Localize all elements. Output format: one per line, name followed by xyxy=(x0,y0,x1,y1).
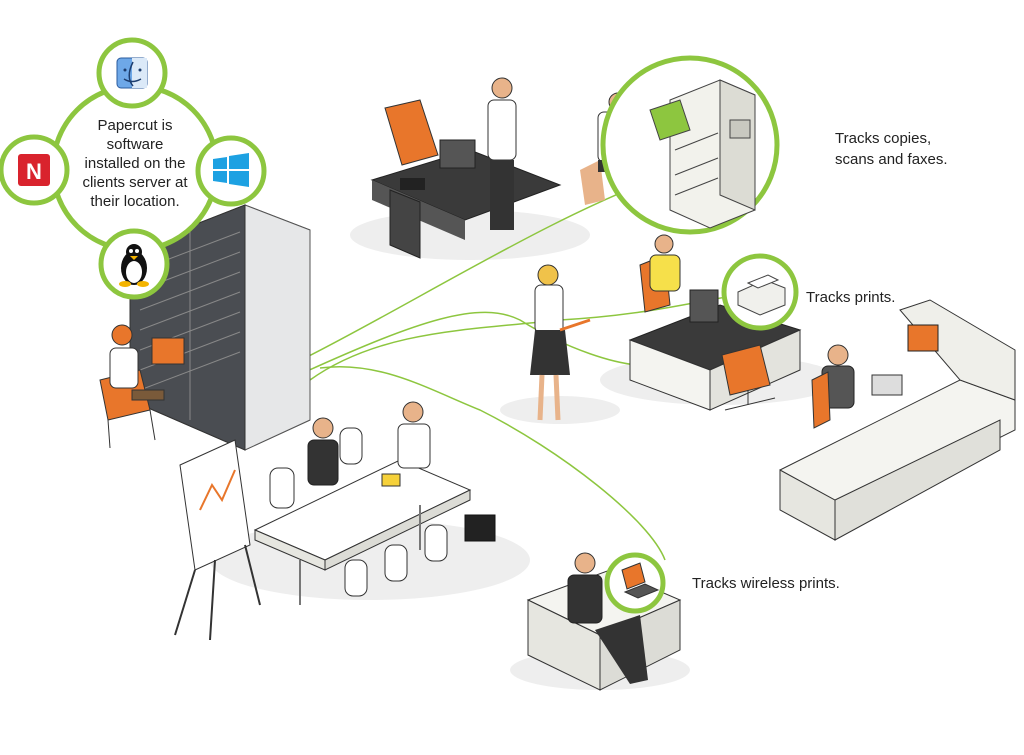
copier-callout-label: Tracks copies, scans and faxes. xyxy=(835,128,948,170)
printer-callout-label: Tracks prints. xyxy=(806,289,896,306)
novell-icon: N xyxy=(0,134,70,206)
caption-line: their location. xyxy=(90,193,180,210)
caption-line: clients server at xyxy=(82,174,188,191)
flipchart xyxy=(174,439,261,641)
wireless-callout-label: Tracks wireless prints. xyxy=(692,575,840,592)
mac-finder-icon xyxy=(96,37,168,109)
reception-counter xyxy=(779,299,1016,541)
caption-line: software xyxy=(106,136,164,153)
windows-icon xyxy=(195,135,267,207)
standing-woman xyxy=(530,264,591,421)
os-hub-caption: Papercut is software installed on the cl… xyxy=(60,116,210,211)
caption-line: Papercut is xyxy=(97,117,173,134)
copier-label-line: Tracks copies, xyxy=(835,130,932,147)
server-rack xyxy=(129,204,311,451)
linux-tux-icon xyxy=(98,228,170,300)
meeting-table xyxy=(253,401,496,605)
laptop-callout xyxy=(604,552,666,614)
copier-label-line: scans and faxes. xyxy=(835,151,948,168)
admin-workstation xyxy=(99,324,185,449)
caption-line: installed on the xyxy=(84,155,186,172)
novell-letter: N xyxy=(26,159,42,184)
printer-callout xyxy=(721,253,799,331)
copier-callout xyxy=(600,55,780,235)
